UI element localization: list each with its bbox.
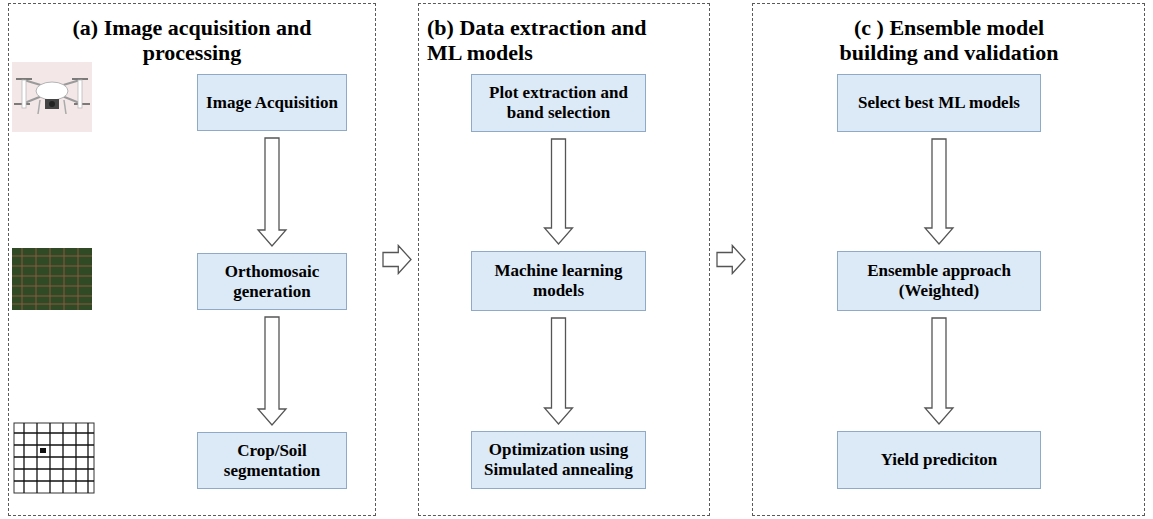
- box-label: Yield prediciton: [881, 450, 998, 470]
- block-arrow: [925, 139, 953, 244]
- box-label: Optimization using Simulated annealing: [480, 440, 637, 480]
- segmentation-illustration: [14, 423, 94, 493]
- block-arrow: [383, 246, 411, 274]
- process-box: Machine learning models: [471, 251, 646, 311]
- block-arrow: [545, 139, 573, 244]
- process-box: Image Acquisition: [197, 74, 347, 131]
- process-box: Plot extraction and band selection: [471, 74, 646, 132]
- box-label: Plot extraction and band selection: [480, 83, 637, 123]
- panel-heading: (a) Image acquisition and processing: [29, 15, 355, 65]
- block-arrow: [258, 317, 286, 425]
- block-arrow: [717, 246, 745, 274]
- stage-panel: (b) Data extraction and ML modelsPlot ex…: [418, 3, 710, 516]
- box-label: Image Acquisition: [206, 93, 338, 113]
- stage-panel: (a) Image acquisition and processingImag…: [8, 3, 376, 516]
- box-label: Crop/Soil segmentation: [206, 441, 338, 481]
- process-box: Crop/Soil segmentation: [197, 432, 347, 489]
- block-arrow: [258, 138, 286, 246]
- orthomosaic-illustration: [12, 248, 92, 310]
- box-label: Orthomosaic generation: [206, 262, 338, 302]
- process-box: Select best ML models: [837, 74, 1041, 132]
- panel-heading: (b) Data extraction and ML models: [427, 15, 659, 65]
- box-label: Ensemble approach (Weighted): [846, 261, 1032, 301]
- box-label: Machine learning models: [480, 261, 637, 301]
- process-box: Yield prediciton: [837, 431, 1041, 489]
- panel-heading: (c ) Ensemble model building and validat…: [819, 15, 1079, 65]
- process-box: Orthomosaic generation: [197, 253, 347, 310]
- block-arrow: [925, 318, 953, 424]
- stage-panel: (c ) Ensemble model building and validat…: [752, 3, 1145, 516]
- drone-illustration: [12, 62, 92, 132]
- box-label: Select best ML models: [858, 93, 1020, 113]
- block-arrow: [545, 318, 573, 424]
- process-box: Optimization using Simulated annealing: [471, 431, 646, 489]
- process-box: Ensemble approach (Weighted): [837, 251, 1041, 311]
